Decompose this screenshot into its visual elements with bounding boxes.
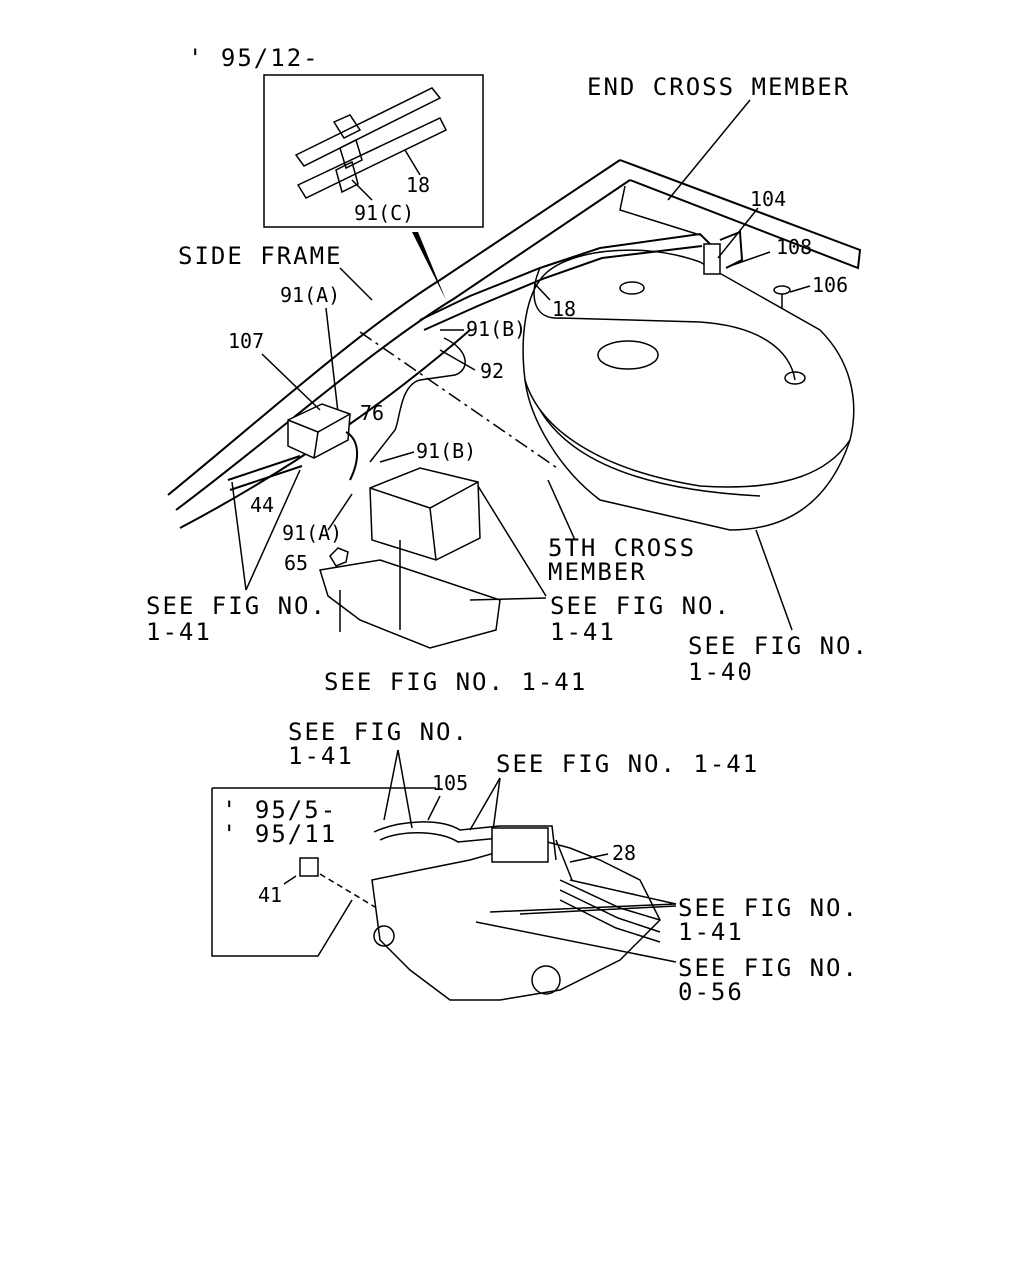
inset-date-line2: ' 95/11 bbox=[222, 820, 337, 848]
part-91a-low-label: 91(A) bbox=[282, 521, 342, 545]
end-cross-member-label: END CROSS MEMBER bbox=[587, 73, 850, 101]
ref-right-a-line1: SEE FIG NO. bbox=[678, 894, 859, 922]
part-18-label: 18 bbox=[552, 297, 576, 321]
part-76-label: 76 bbox=[360, 401, 384, 425]
ref-top-left-line1: SEE FIG NO. bbox=[288, 718, 469, 746]
ref-left-line1: SEE FIG NO. bbox=[146, 592, 327, 620]
inset-date-line1: ' 95/5- bbox=[222, 796, 337, 824]
part-104-clip bbox=[703, 243, 721, 275]
part-65-label: 65 bbox=[284, 551, 308, 575]
fuel-lines bbox=[369, 232, 796, 463]
ref-top-right: SEE FIG NO. 1-41 bbox=[496, 750, 759, 778]
ref-right-a-line2: 1-41 bbox=[678, 918, 744, 946]
detail-pointer bbox=[412, 232, 446, 300]
part-44-hose bbox=[227, 455, 301, 481]
side-frame bbox=[167, 159, 862, 529]
part-28-label: 28 bbox=[612, 841, 636, 865]
fifth-cross-member-label-line2: MEMBER bbox=[548, 558, 647, 586]
ref-center-line1: SEE FIG NO. bbox=[550, 592, 731, 620]
ref-right-line2: 1-40 bbox=[688, 658, 754, 686]
inset-part-18-label: 18 bbox=[406, 173, 430, 197]
ref-bottom: SEE FIG NO. 1-41 bbox=[324, 668, 587, 696]
canister-assembly bbox=[319, 467, 501, 649]
inset-part-91c-label: 91(C) bbox=[354, 201, 414, 225]
date-inset: ' 95/5- ' 95/11 41 bbox=[211, 787, 436, 957]
part-107-canister bbox=[287, 403, 351, 459]
part-107-label: 107 bbox=[228, 329, 264, 353]
part-41-label: 41 bbox=[258, 883, 282, 907]
part-108-label: 108 bbox=[776, 235, 812, 259]
side-frame-label: SIDE FRAME bbox=[178, 242, 343, 270]
clip-detail-inset: 18 91(C) bbox=[263, 74, 484, 300]
fifth-cross-member-label-line1: 5TH CROSS bbox=[548, 534, 696, 562]
fuel-tank bbox=[522, 249, 855, 531]
part-91b-top-label: 91(B) bbox=[466, 317, 526, 341]
part-105-label: 105 bbox=[432, 771, 468, 795]
engine-block bbox=[371, 821, 661, 1001]
part-106-bolt bbox=[773, 285, 811, 308]
ref-right-line1: SEE FIG NO. bbox=[688, 632, 869, 660]
part-41-fitting bbox=[299, 857, 319, 877]
part-91a-top-label: 91(A) bbox=[280, 283, 340, 307]
top-assembly: ' 95/12- 18 91(C) END CROSS MEMBER SIDE … bbox=[146, 44, 869, 696]
date-code-label: ' 95/12- bbox=[188, 44, 320, 72]
ref-center-line2: 1-41 bbox=[550, 618, 616, 646]
ref-left-line2: 1-41 bbox=[146, 618, 212, 646]
part-65-nut bbox=[329, 547, 349, 567]
part-92-label: 92 bbox=[480, 359, 504, 383]
part-104-label: 104 bbox=[750, 187, 786, 211]
fifth-cross-member-centerline bbox=[359, 331, 561, 471]
part-106-label: 106 bbox=[812, 273, 848, 297]
ref-right-b-line1: SEE FIG NO. bbox=[678, 954, 859, 982]
engine-assembly: SEE FIG NO. 1-41 SEE FIG NO. 1-41 105 ' … bbox=[211, 718, 859, 1006]
part-44-label: 44 bbox=[250, 493, 274, 517]
ref-top-left-line2: 1-41 bbox=[288, 742, 354, 770]
part-91b-mid-label: 91(B) bbox=[416, 439, 476, 463]
ref-right-b-line2: 0-56 bbox=[678, 978, 744, 1006]
part-76-hose bbox=[345, 431, 358, 481]
